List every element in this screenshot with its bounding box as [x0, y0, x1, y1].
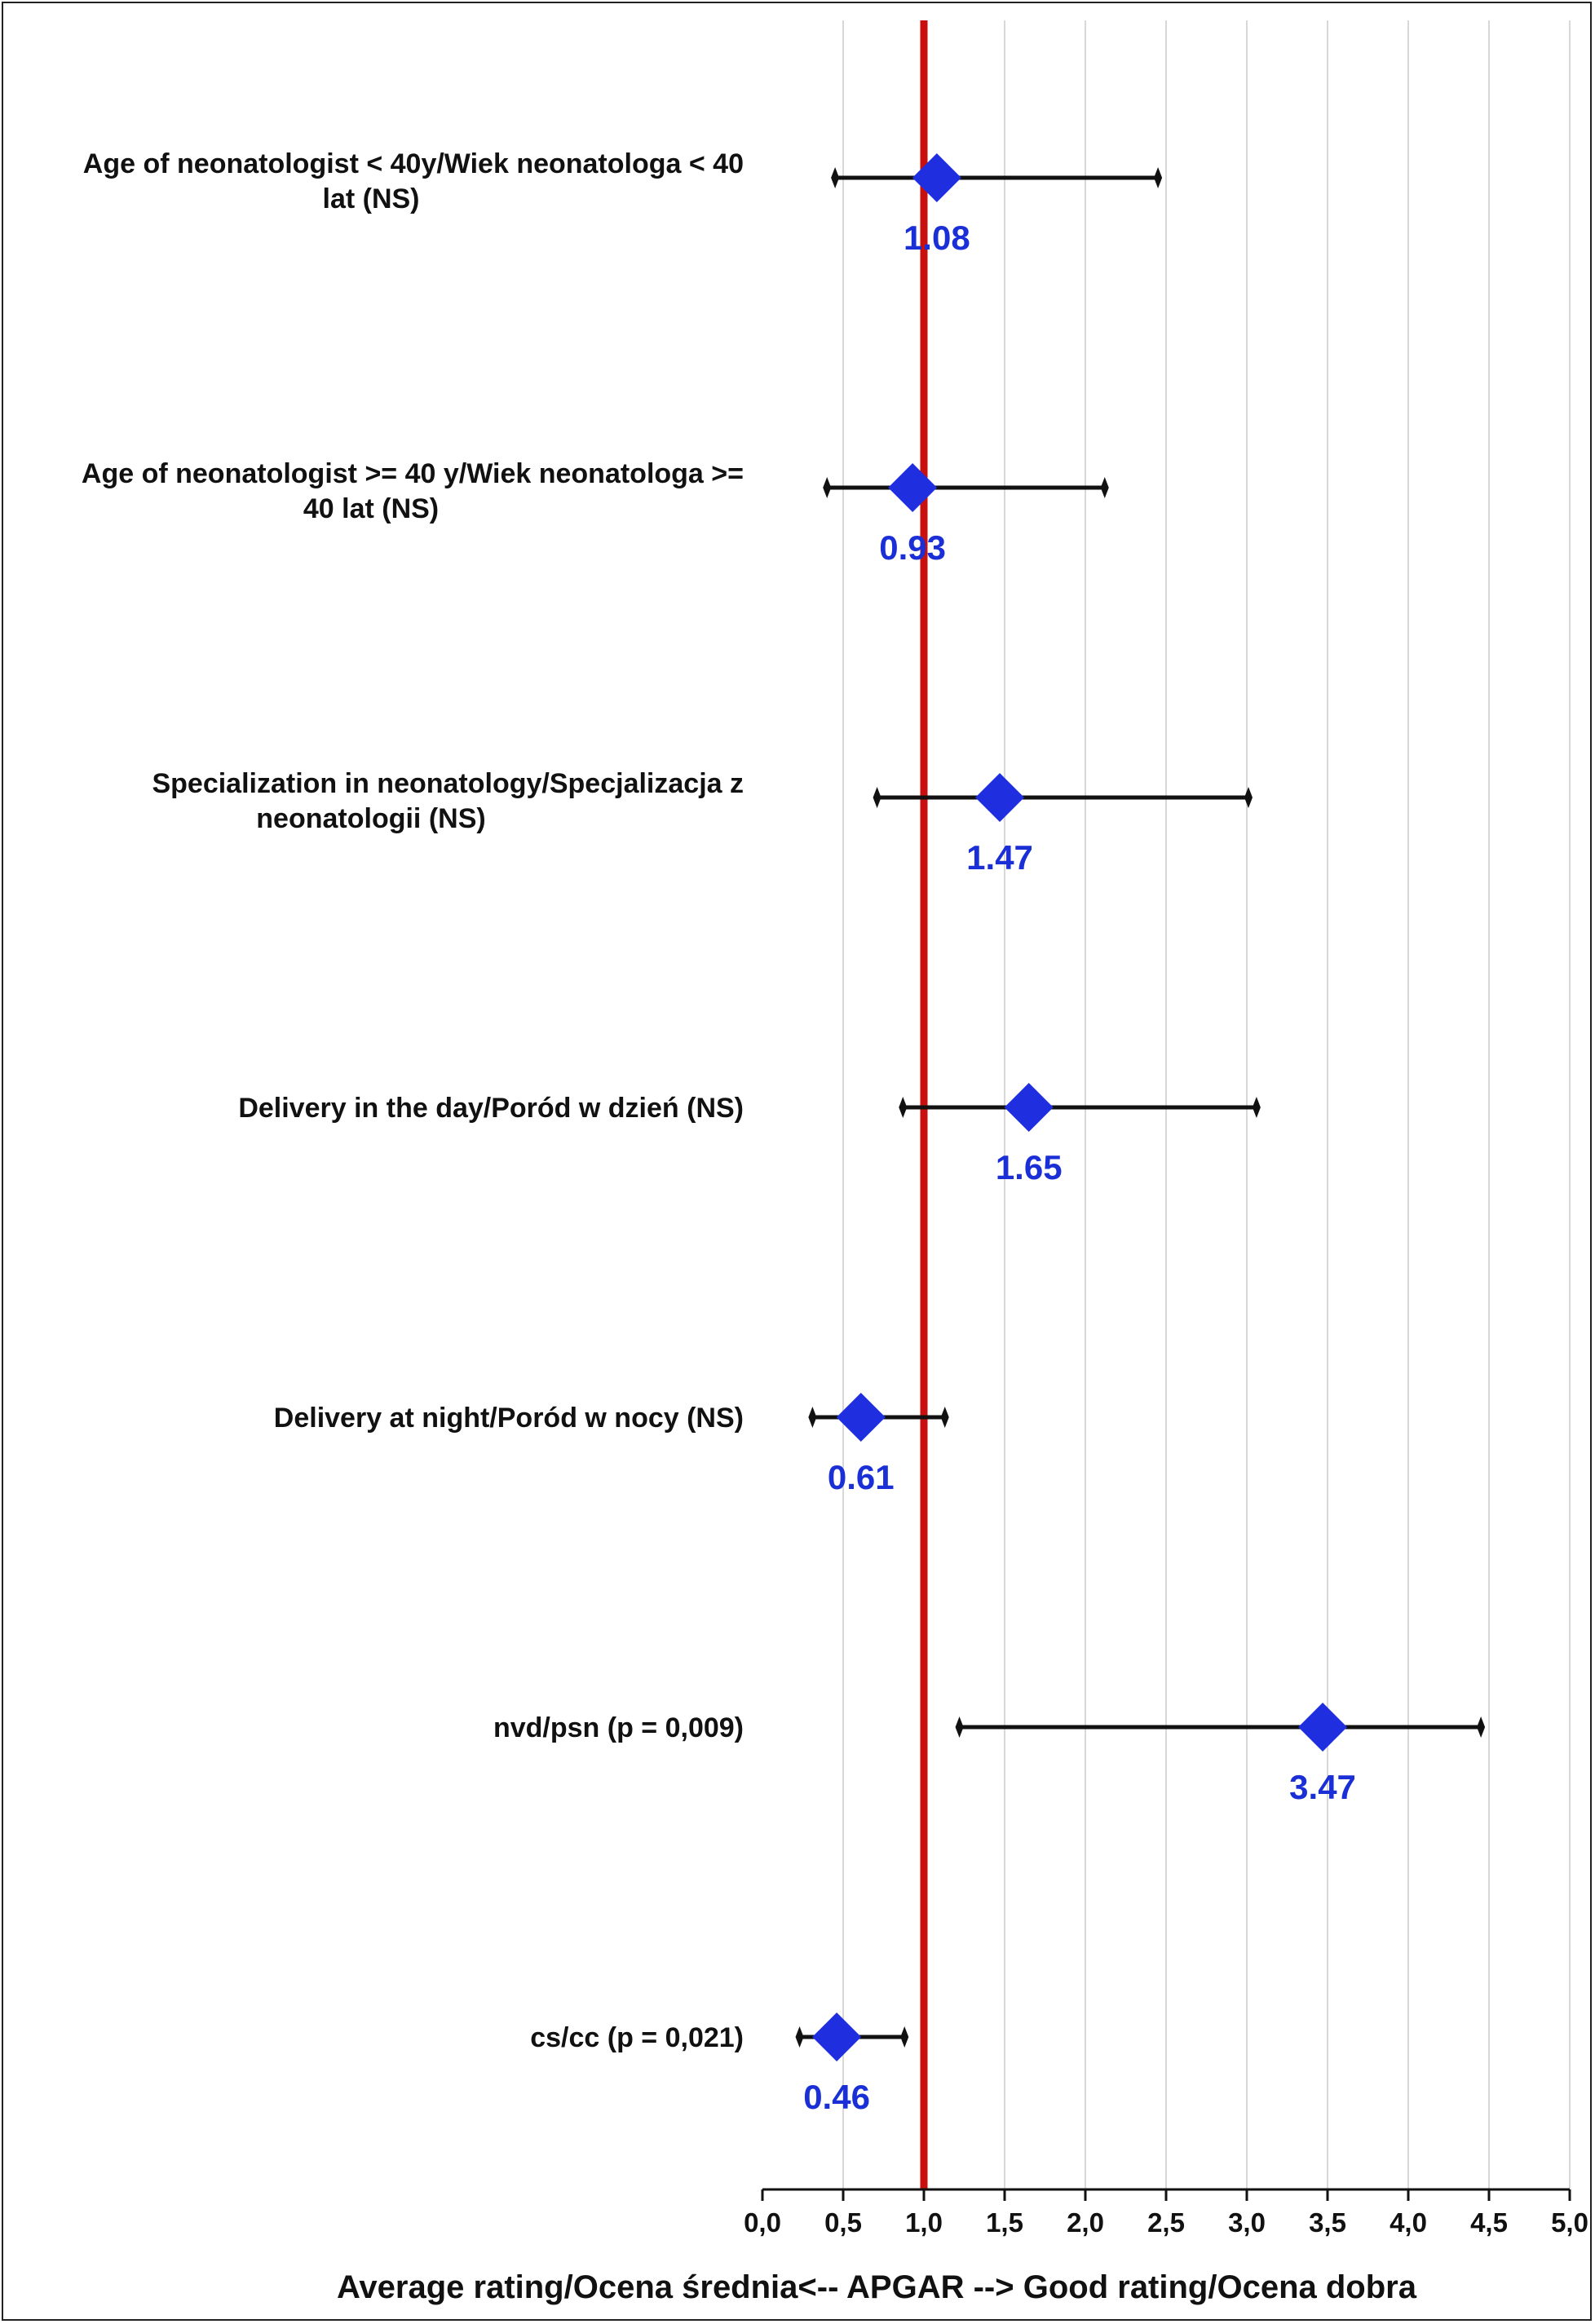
x-tick-label-8: 4,0	[1390, 2207, 1427, 2238]
estimate-row: Specialization in neonatology/Specjaliza…	[152, 768, 1253, 877]
point-estimate-marker	[888, 463, 938, 512]
x-axis: 0,0 0,5 1,0 1,5 2,0 2,5 3,0 3,5 4,0 4,5 5,0	[744, 2188, 1588, 2238]
point-estimate-marker	[1004, 1083, 1054, 1132]
point-estimate-marker	[975, 773, 1025, 822]
row-label-line: Age of neonatologist < 40y/Wiek neonatol…	[83, 148, 744, 179]
x-tick-label-1: 0,5	[824, 2207, 862, 2238]
estimate-row: Age of neonatologist >= 40 y/Wiek neonat…	[82, 458, 1109, 567]
ci-cap-high	[1252, 1097, 1261, 1118]
row-label-line: cs/cc (p = 0,021)	[530, 2022, 744, 2053]
x-tick-label-5: 2,5	[1147, 2207, 1185, 2238]
point-estimate-marker	[812, 2013, 862, 2061]
gridlines	[842, 20, 1571, 2189]
row-label-line: Specialization in neonatology/Specjaliza…	[152, 768, 744, 799]
row-label-line: Age of neonatologist >= 40 y/Wiek neonat…	[82, 458, 744, 489]
point-estimate-marker	[1298, 1703, 1348, 1752]
row-label-line: nvd/psn (p = 0,009)	[493, 1712, 744, 1743]
x-tick-label-3: 1,5	[986, 2207, 1023, 2238]
ci-cap-low	[795, 2026, 804, 2048]
row-label-line: Delivery at night/Poród w nocy (NS)	[274, 1403, 744, 1434]
point-value-label: 0.61	[828, 1458, 895, 1496]
row-label-line: Delivery in the day/Poród w dzień (NS)	[238, 1093, 744, 1124]
ci-cap-low	[808, 1407, 817, 1428]
estimate-rows: Age of neonatologist < 40y/Wiek neonatol…	[82, 148, 1486, 2116]
ci-cap-low	[831, 167, 840, 188]
estimate-row: nvd/psn (p = 0,009) 3.47	[493, 1703, 1486, 1806]
point-estimate-marker	[836, 1393, 886, 1442]
point-value-label: 1.47	[966, 838, 1033, 877]
x-tick-label-2: 1,0	[905, 2207, 943, 2238]
x-tick-label-7: 3,5	[1309, 2207, 1346, 2238]
ci-cap-high	[940, 1407, 949, 1428]
ci-cap-low	[899, 1097, 908, 1118]
row-label-line: lat (NS)	[323, 183, 420, 214]
x-tick-label-4: 2,0	[1067, 2207, 1104, 2238]
row-label-line: 40 lat (NS)	[303, 493, 439, 524]
point-value-label: 1.65	[996, 1148, 1063, 1186]
estimate-row: cs/cc (p = 0,021) 0.46	[530, 2013, 909, 2116]
ci-cap-high	[1244, 787, 1253, 808]
ci-cap-low	[955, 1716, 964, 1738]
point-value-label: 0.46	[803, 2078, 870, 2116]
point-value-label: 3.47	[1289, 1768, 1356, 1806]
point-value-label: 0.93	[879, 528, 946, 567]
point-estimate-marker	[912, 153, 961, 202]
x-tick-label-9: 4,5	[1470, 2207, 1508, 2238]
ci-cap-high	[1154, 167, 1163, 188]
point-value-label: 1.08	[904, 219, 970, 257]
ci-cap-high	[1100, 477, 1109, 498]
x-tick-label-6: 3,0	[1228, 2207, 1266, 2238]
ci-cap-high	[900, 2026, 909, 2048]
row-label-line: neonatologii (NS)	[256, 803, 485, 834]
ci-cap-low	[873, 787, 881, 808]
estimate-row: Age of neonatologist < 40y/Wiek neonatol…	[83, 148, 1163, 257]
x-tick-label-10: 5,0	[1551, 2207, 1588, 2238]
x-axis-title: Average rating/Ocena średnia<-- APGAR --…	[337, 2269, 1417, 2305]
ci-cap-high	[1477, 1716, 1486, 1738]
estimate-row: Delivery in the day/Poród w dzień (NS) 1.…	[238, 1083, 1261, 1186]
x-tick-label-0: 0,0	[744, 2207, 781, 2238]
estimate-row: Delivery at night/Poród w nocy (NS) 0.61	[274, 1393, 949, 1496]
ci-cap-low	[823, 477, 832, 498]
